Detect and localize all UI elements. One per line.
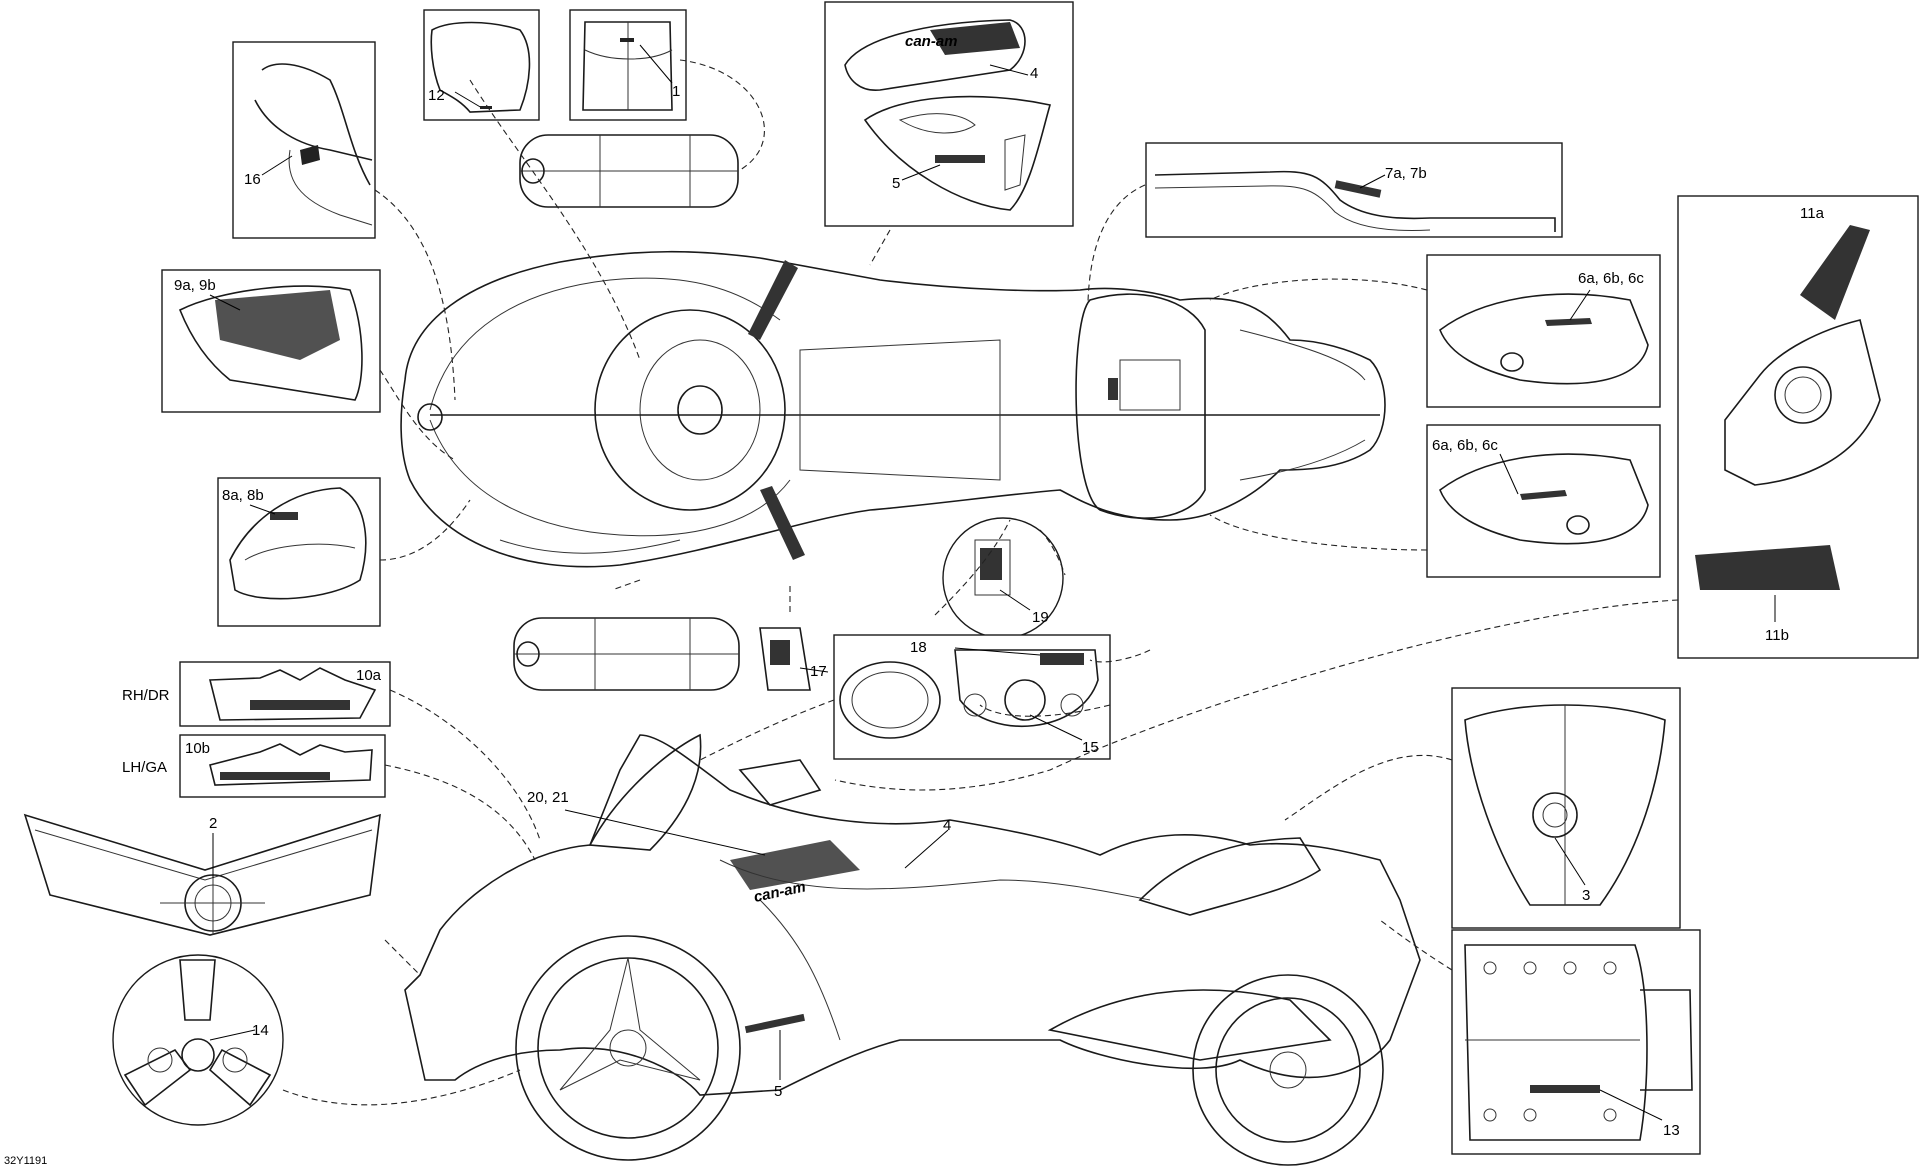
lh-label: LH/GA — [122, 759, 167, 776]
callout-18: 18 — [910, 639, 927, 656]
detail-box-4-5: can-am 4 5 — [824, 1, 1074, 227]
callout-4-top: 4 — [1030, 65, 1038, 82]
callout-19: 19 — [1032, 609, 1049, 626]
connector-lines — [282, 59, 1679, 1106]
vehicle-top-view — [400, 250, 1386, 568]
detail-box-10b: 10b LH/GA — [122, 734, 386, 798]
detail-box-8: 8a, 8b — [217, 477, 381, 627]
vehicle-side-view: can-am 4 20, 21 5 — [404, 733, 1421, 1166]
callout-16: 16 — [244, 171, 261, 188]
callout-2: 2 — [209, 815, 217, 832]
callout-17: 17 — [810, 663, 827, 680]
callout-14: 14 — [252, 1022, 269, 1039]
detail-box-6-top: 6a, 6b, 6c — [1426, 254, 1661, 408]
detail-box-6-bottom: 6a, 6b, 6c — [1426, 424, 1661, 578]
callout-6-top: 6a, 6b, 6c — [1578, 270, 1644, 287]
detail-box-18-15: 18 15 — [833, 634, 1111, 760]
detail-box-11: 11a 11b — [1677, 195, 1919, 659]
detail-box-13: 13 — [1451, 929, 1701, 1155]
callout-1: 1 — [672, 83, 680, 100]
part-17: 17 — [759, 627, 829, 691]
callout-9: 9a, 9b — [174, 277, 216, 294]
callout-12: 12 — [428, 87, 445, 104]
detail-box-10a: 10a RH/DR — [122, 661, 391, 727]
detail-box-16: 16 — [232, 41, 376, 239]
callout-3: 3 — [1582, 887, 1590, 904]
callout-4-side: 4 — [943, 817, 951, 834]
brand-text-4: can-am — [905, 33, 958, 50]
callout-13: 13 — [1663, 1122, 1680, 1139]
callout-8: 8a, 8b — [222, 487, 264, 504]
callout-5-side: 5 — [774, 1083, 782, 1100]
callout-5-top: 5 — [892, 175, 900, 192]
detail-circle-19: 19 — [942, 517, 1064, 639]
callout-11a: 11a — [1800, 205, 1825, 222]
detail-box-9: 9a, 9b — [161, 269, 381, 413]
rh-label: RH/DR — [122, 687, 170, 704]
callout-7: 7a, 7b — [1385, 165, 1427, 182]
reference-code: 32Y1191 — [4, 1155, 47, 1167]
detail-circle-14: 14 — [112, 954, 284, 1126]
detail-box-12: 12 — [423, 9, 540, 121]
detail-box-1: 1 — [569, 9, 687, 121]
detail-box-2: 2 — [23, 813, 381, 936]
detail-box-3: 3 — [1451, 687, 1681, 929]
callout-10b: 10b — [185, 740, 210, 757]
callout-6-bottom: 6a, 6b, 6c — [1432, 437, 1498, 454]
tank-top-part — [519, 134, 739, 208]
tank-bottom-part — [513, 617, 740, 691]
callout-10a: 10a — [356, 667, 382, 684]
detail-box-7: 7a, 7b — [1145, 142, 1563, 238]
callout-20-21: 20, 21 — [527, 789, 569, 806]
callout-11b: 11b — [1765, 627, 1789, 644]
callout-15: 15 — [1082, 739, 1099, 756]
